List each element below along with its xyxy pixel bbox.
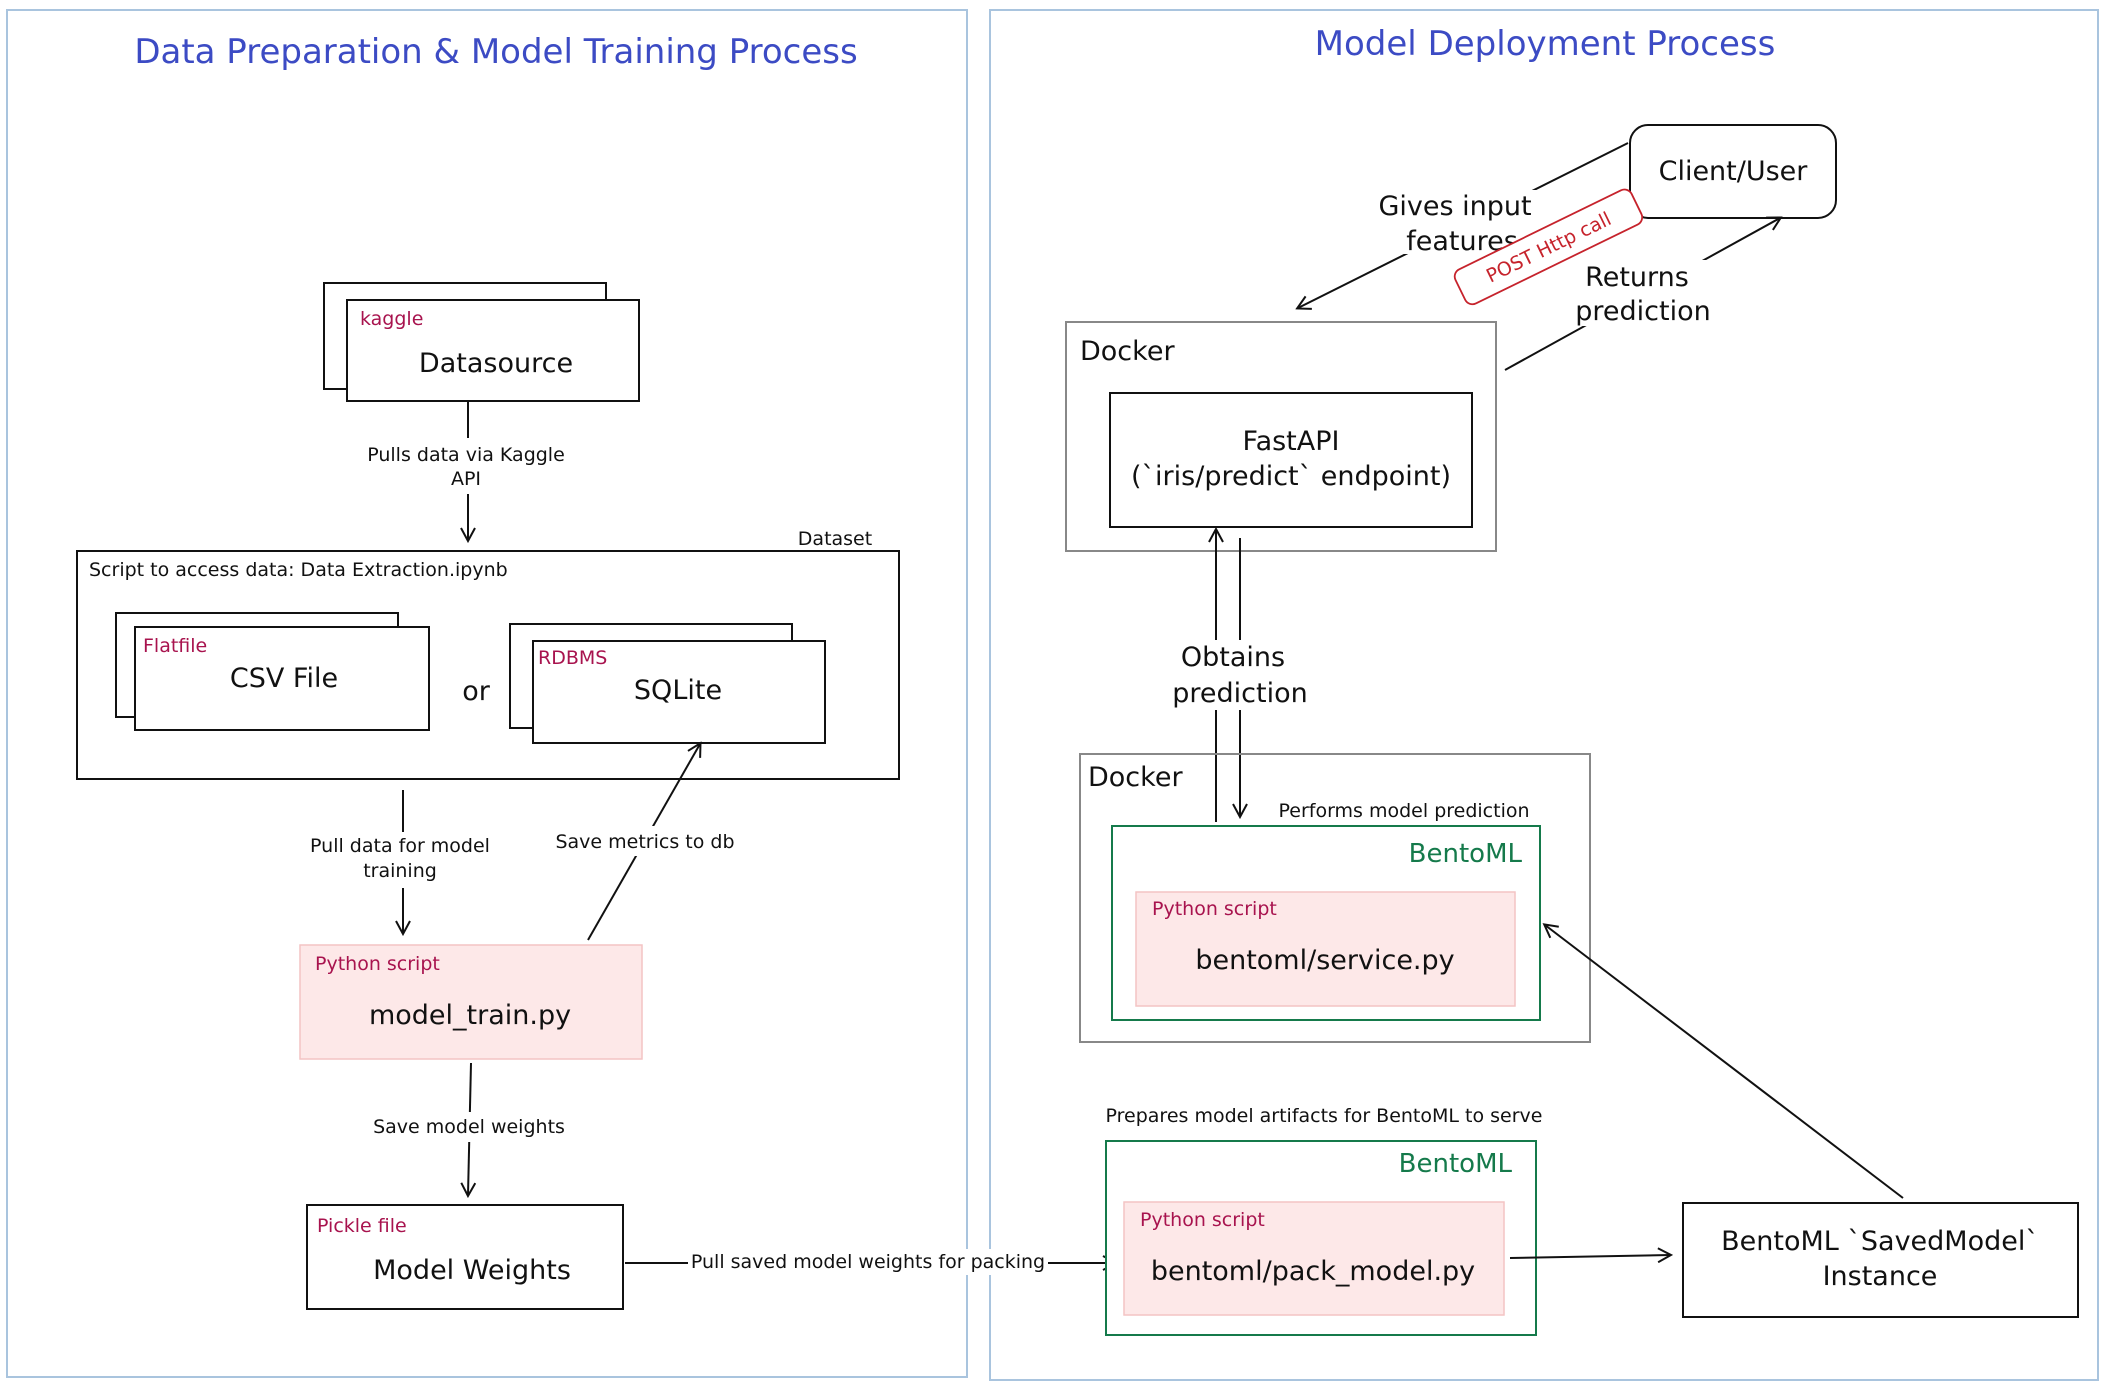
model-train-node: Python script model_train.py: [299, 944, 643, 1060]
savedmodel-label-2: Instance: [1823, 1261, 1938, 1292]
pack-label: bentoml/pack_model.py: [1151, 1256, 1475, 1287]
dataset-caption: Dataset: [798, 528, 872, 550]
python-script-tag: Python script: [315, 953, 440, 975]
client-user-node: Client/User: [1629, 124, 1837, 219]
model-train-label: model_train.py: [369, 1000, 571, 1031]
service-script-tag: Python script: [1152, 898, 1277, 920]
dataset-container: [76, 550, 900, 780]
fastapi-label-2: (`iris/predict` endpoint): [1131, 461, 1451, 492]
model-weights-label: Model Weights: [373, 1255, 571, 1286]
docker-top-label: Docker: [1080, 336, 1175, 367]
sqlite-label: SQLite: [634, 675, 722, 706]
docker-mid-label: Docker: [1088, 762, 1183, 793]
bentoml-pack-brand: BentoML: [1399, 1149, 1513, 1179]
obtains-label-2: prediction: [1172, 678, 1307, 709]
save-metrics-label: Save metrics to db: [555, 831, 734, 853]
returns-label-2: prediction: [1575, 296, 1710, 327]
savedmodel-to-service-arrow: [1545, 925, 1904, 1199]
bentoml-service-brand: BentoML: [1409, 839, 1523, 869]
savedmodel-node: BentoML `SavedModel` Instance: [1682, 1202, 2079, 1318]
client-user-label: Client/User: [1659, 156, 1809, 187]
left-panel: [6, 9, 968, 1378]
docker-mid-container: [1079, 753, 1591, 1043]
kaggle-tag: kaggle: [360, 308, 423, 330]
obtains-label-1: Obtains: [1181, 642, 1285, 673]
pull-saved-label: Pull saved model weights for packing: [691, 1251, 1045, 1273]
csv-label: CSV File: [230, 663, 338, 694]
fastapi-node: FastAPI (`iris/predict` endpoint): [1109, 392, 1473, 528]
save-weights-label: Save model weights: [373, 1116, 565, 1138]
pack-to-savedmodel-arrow: [1509, 1255, 1670, 1258]
gives-input-label-1: Gives input: [1378, 191, 1531, 222]
sqlite-node: RDBMS SQLite: [509, 623, 826, 744]
pull-training-label-2: training: [363, 860, 437, 882]
returns-label-1: Returns: [1585, 262, 1689, 293]
pull-training-label-1: Pull data for model: [310, 835, 490, 857]
datasource-node: kaggle Datasource: [323, 282, 640, 402]
service-label: bentoml/service.py: [1195, 945, 1454, 976]
performs-label: Performs model prediction: [1278, 800, 1529, 822]
bentoml-service-node: BentoML Python script bentoml/service.py: [1111, 825, 1541, 1021]
right-panel: [989, 9, 2099, 1381]
or-label: or: [462, 676, 491, 707]
pickle-file-tag: Pickle file: [317, 1215, 407, 1237]
prepares-label: Prepares model artifacts for BentoML to …: [1106, 1105, 1543, 1127]
rdbms-tag: RDBMS: [538, 647, 607, 669]
savedmodel-label-1: BentoML `SavedModel`: [1721, 1226, 2039, 1257]
pack-script-tag: Python script: [1140, 1209, 1265, 1231]
csv-node: Flatfile CSV File: [115, 612, 430, 731]
script-access-label: Script to access data: Data Extraction.i…: [89, 559, 508, 581]
pull-kaggle-label-2: API: [451, 468, 481, 490]
datasource-label: Datasource: [419, 348, 573, 379]
model-weights-node: Pickle file Model Weights: [306, 1204, 624, 1310]
right-panel-title: Model Deployment Process: [1315, 24, 1776, 64]
fastapi-label-1: FastAPI: [1243, 426, 1340, 457]
pull-kaggle-label-1: Pulls data via Kaggle: [367, 444, 565, 466]
docker-top-container: [1065, 321, 1497, 552]
bentoml-pack-node: BentoML Python script bentoml/pack_model…: [1105, 1140, 1537, 1336]
flatfile-tag: Flatfile: [143, 635, 207, 657]
left-panel-title: Data Preparation & Model Training Proces…: [134, 32, 857, 72]
